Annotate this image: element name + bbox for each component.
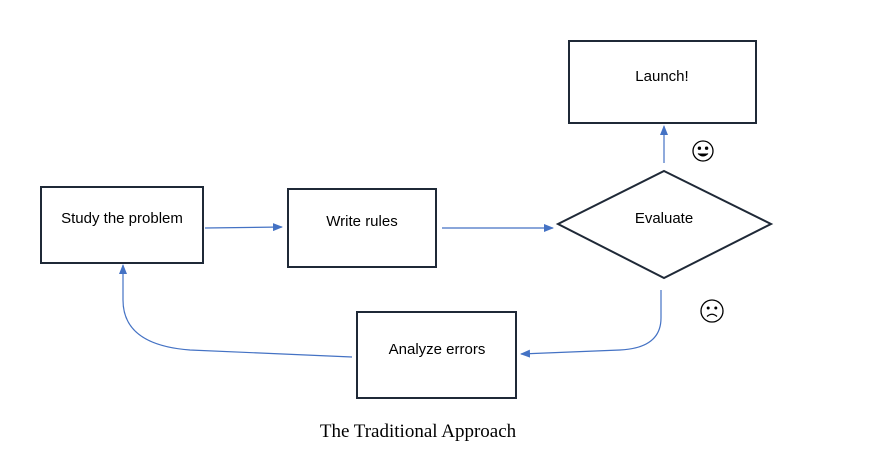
node-write-label: Write rules bbox=[326, 213, 397, 230]
node-evaluate-label: Evaluate bbox=[635, 210, 693, 227]
arrow-study-to-write bbox=[204, 223, 283, 232]
diagram-caption: The Traditional Approach bbox=[320, 421, 517, 442]
node-analyze-errors: Analyze errors bbox=[356, 311, 517, 399]
node-study-label: Study the problem bbox=[61, 210, 183, 227]
node-study-the-problem: Study the problem bbox=[40, 186, 204, 264]
node-analyze-label: Analyze errors bbox=[389, 341, 486, 358]
frowning-face-icon bbox=[700, 299, 724, 323]
node-write-rules: Write rules bbox=[287, 188, 437, 268]
arrow-evaluate-to-analyze bbox=[520, 290, 662, 358]
arrow-analyze-to-study bbox=[119, 264, 353, 358]
smiling-face-icon bbox=[692, 140, 714, 162]
node-launch-label: Launch! bbox=[635, 68, 688, 85]
node-launch: Launch! bbox=[568, 40, 757, 124]
node-evaluate: Evaluate bbox=[555, 169, 774, 280]
